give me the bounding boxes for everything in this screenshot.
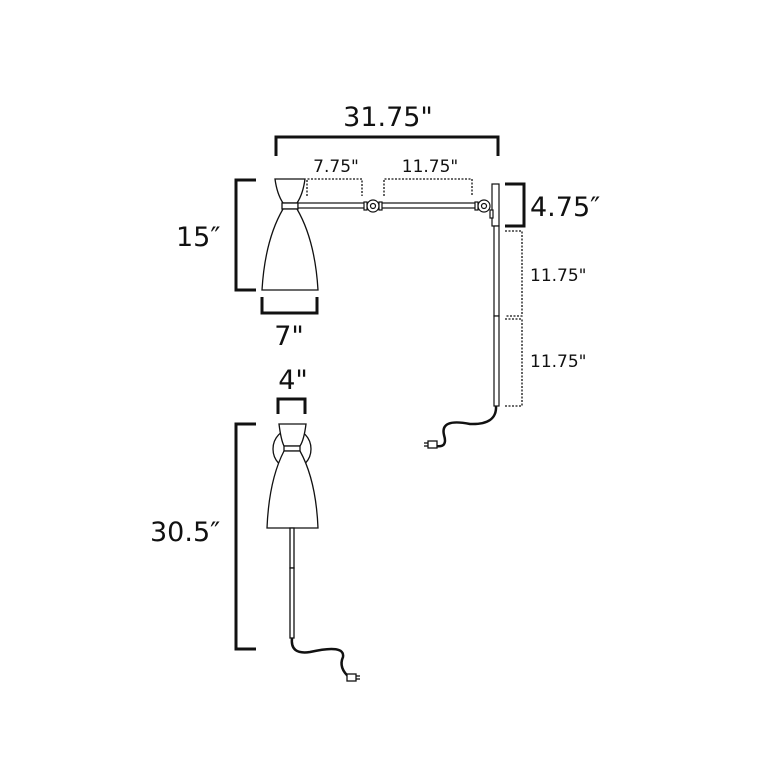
shade-height-label: 15″: [176, 222, 220, 253]
backplate-width-label: 4": [278, 365, 308, 396]
arm-segment-1-label: 7.75": [313, 157, 359, 177]
arm-segment-2-label: 11.75": [402, 157, 459, 177]
plug-side-icon: [424, 440, 438, 449]
overall-width-label: 31.75": [343, 102, 433, 133]
backplate-height-bracket: [505, 182, 526, 228]
shade-width-bracket: [260, 297, 319, 315]
lamp-front: [266, 423, 319, 639]
cord-cover-2-label: 11.75": [530, 352, 587, 372]
overall-height-bracket: [234, 422, 256, 651]
shade-height-bracket: [234, 178, 256, 292]
cord-cover-1-label: 11.75": [530, 266, 587, 286]
backplate-width-bracket: [276, 397, 307, 414]
shade-width-label: 7": [274, 321, 304, 352]
overall-height-label: 30.5″: [150, 517, 220, 548]
swing-arm: [297, 199, 491, 213]
power-cord-front: [290, 637, 351, 679]
plug-front-icon: [346, 673, 360, 682]
backplate-side: [489, 183, 500, 407]
overall-width-bracket: [274, 135, 500, 156]
lamp-shade-side: [261, 178, 319, 291]
power-cord-side: [435, 405, 498, 448]
cord-cover-brackets: [505, 230, 523, 407]
backplate-height-label: 4.75″: [530, 192, 600, 223]
arm-segment-brackets: [306, 178, 473, 196]
